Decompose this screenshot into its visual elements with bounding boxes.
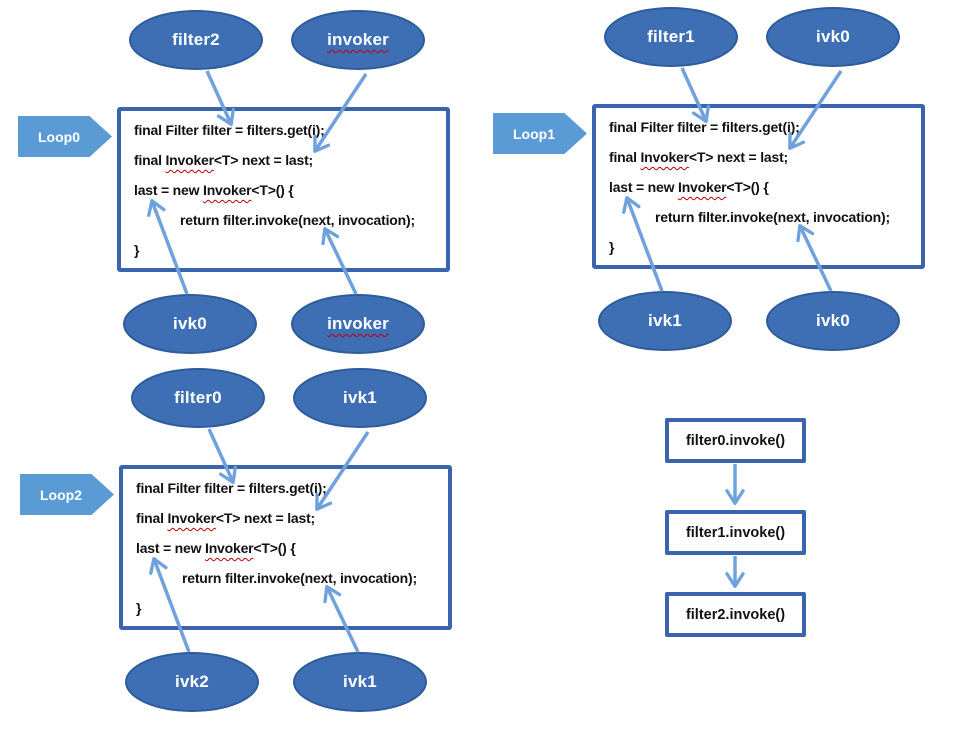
code-line-3: last = new Invoker<T>() { [609, 172, 921, 202]
code-line-1: final Filter filter = filters.get(i); [609, 119, 800, 135]
code-line-5: } [609, 239, 615, 255]
code-text: final [609, 149, 641, 165]
flow-step-filter1-invoke: filter1.invoke() [665, 510, 806, 555]
code-line-2: final Invoker<T> next = last; [134, 145, 446, 175]
loop2-banner: Loop2 [20, 474, 114, 515]
code-text: last = new [609, 179, 678, 195]
node-label: filter2 [172, 30, 220, 49]
node-label: ivk1 [343, 672, 377, 691]
code-text: <T>() { [253, 540, 296, 556]
loop2-ellipse-ivk2: ivk2 [125, 652, 259, 712]
loop0-ellipse-filter2: filter2 [129, 10, 263, 70]
node-label: ivk0 [816, 311, 850, 330]
loop2-ellipse-ivk1-bottom: ivk1 [293, 652, 427, 712]
loop0-code-box: final Filter filter = filters.get(i); fi… [117, 107, 450, 272]
loop2-ellipse-filter0: filter0 [131, 368, 265, 428]
loop0-ellipse-invoker-top: invoker [291, 10, 425, 70]
loop1-banner: Loop1 [493, 113, 587, 154]
node-label: ivk0 [816, 27, 850, 46]
code-text: <T>() { [251, 182, 294, 198]
code-line-5: } [134, 242, 140, 258]
loop1-section: filter1 ivk0 Loop1 final Filter filter =… [475, 0, 947, 362]
code-text: final [136, 510, 168, 526]
loop0-ellipse-invoker-bottom: invoker [291, 294, 425, 354]
code-text: <T> next = last; [215, 510, 316, 526]
code-word-misspelled: Invoker [167, 510, 216, 526]
loop0-ellipse-ivk0: ivk0 [123, 294, 257, 354]
code-line-1: final Filter filter = filters.get(i); [136, 480, 327, 496]
loop1-ellipse-ivk0-bottom: ivk0 [766, 291, 900, 351]
code-word-misspelled: Invoker [205, 540, 254, 556]
loop1-ellipse-ivk1: ivk1 [598, 291, 732, 351]
node-label: ivk1 [343, 388, 377, 407]
loop-banner-label: Loop0 [38, 128, 80, 145]
code-line-5: } [136, 600, 142, 616]
code-line-2: final Invoker<T> next = last; [609, 142, 921, 172]
code-line-2: final Invoker<T> next = last; [136, 503, 448, 533]
node-label: invoker [327, 314, 389, 333]
code-word-misspelled: Invoker [640, 149, 689, 165]
loop-banner-label: Loop2 [40, 486, 82, 503]
code-line-3: last = new Invoker<T>() { [134, 175, 446, 205]
loop0-section: filter2 invoker Loop0 final Filter filte… [0, 0, 472, 365]
code-word-misspelled: Invoker [203, 182, 252, 198]
loop2-code-box: final Filter filter = filters.get(i); fi… [119, 465, 452, 630]
node-label: filter0 [174, 388, 222, 407]
code-line-4: return filter.invoke(next, invocation); [180, 212, 415, 228]
node-label: ivk2 [175, 672, 209, 691]
loop1-ellipse-filter1: filter1 [604, 7, 738, 67]
code-text: final [134, 152, 166, 168]
loop2-section: filter0 ivk1 Loop2 final Filter filter =… [2, 358, 474, 723]
code-text: <T>() { [726, 179, 769, 195]
code-text: <T> next = last; [213, 152, 314, 168]
code-line-1: final Filter filter = filters.get(i); [134, 122, 325, 138]
code-line-4: return filter.invoke(next, invocation); [655, 209, 890, 225]
flow-step-filter0-invoke: filter0.invoke() [665, 418, 806, 463]
code-word-misspelled: Invoker [165, 152, 214, 168]
loop0-banner: Loop0 [18, 116, 112, 157]
node-label: ivk0 [173, 314, 207, 333]
code-line-3: last = new Invoker<T>() { [136, 533, 448, 563]
flow-step-filter2-invoke: filter2.invoke() [665, 592, 806, 637]
loop2-ellipse-ivk1-top: ivk1 [293, 368, 427, 428]
code-line-4: return filter.invoke(next, invocation); [182, 570, 417, 586]
code-text: <T> next = last; [688, 149, 789, 165]
code-text: last = new [136, 540, 205, 556]
loop1-ellipse-ivk0-top: ivk0 [766, 7, 900, 67]
node-label: ivk1 [648, 311, 682, 330]
loop1-code-box: final Filter filter = filters.get(i); fi… [592, 104, 925, 269]
loop-banner-label: Loop1 [513, 125, 555, 142]
node-label: invoker [327, 30, 389, 49]
code-word-misspelled: Invoker [678, 179, 727, 195]
node-label: filter1 [647, 27, 695, 46]
code-text: last = new [134, 182, 203, 198]
